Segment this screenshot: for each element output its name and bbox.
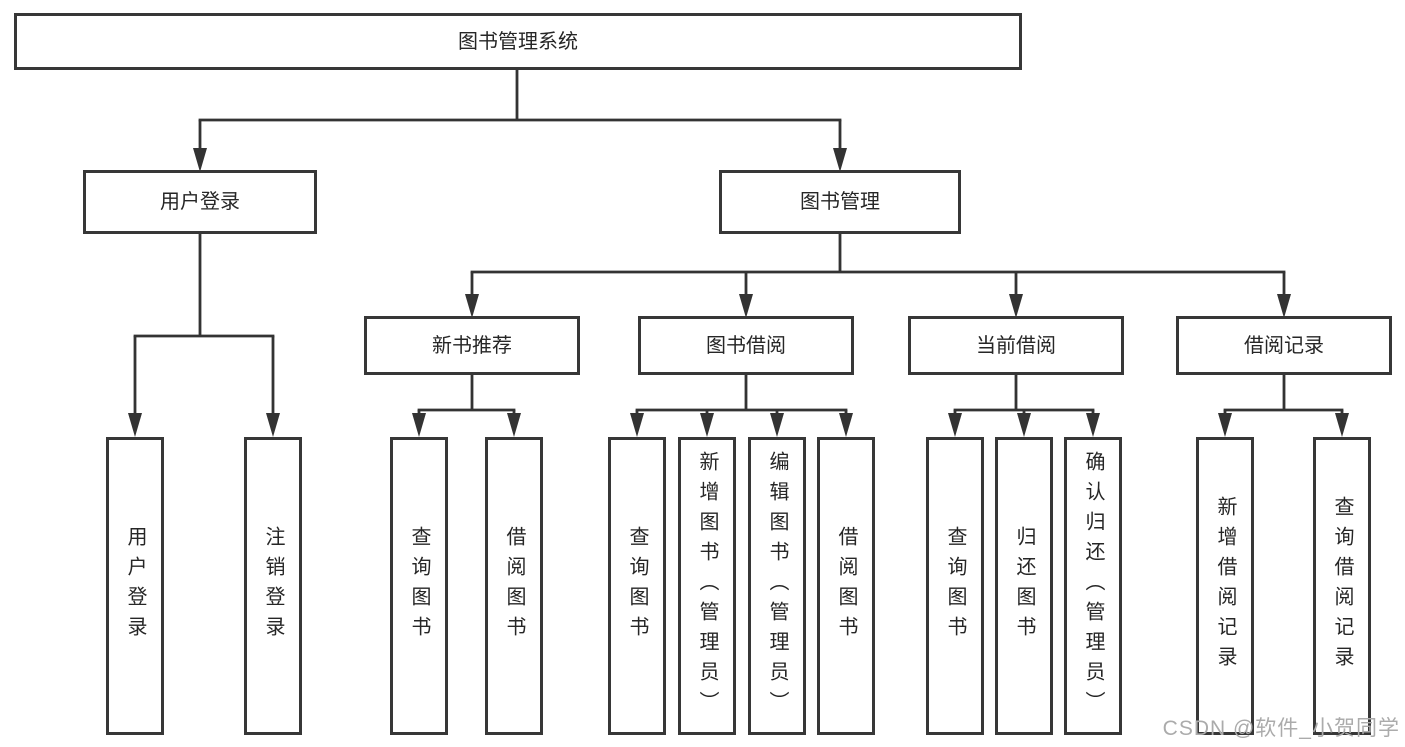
leaf-logout: 注销登录	[244, 437, 302, 735]
leaf-add-borrow-record: 新增借阅记录	[1196, 437, 1254, 735]
leaf-return-books: 归还图书	[995, 437, 1053, 735]
leaf-query-books-current: 查询图书	[926, 437, 984, 735]
node-book-management: 图书管理	[719, 170, 961, 234]
leaf-add-books-admin: 新增图书（管理员）	[678, 437, 736, 735]
arrowheads	[128, 148, 1349, 437]
node-root: 图书管理系统	[14, 13, 1022, 70]
leaf-user-login: 用户登录	[106, 437, 164, 735]
node-borrow-records: 借阅记录	[1176, 316, 1392, 375]
leaf-edit-books-admin: 编辑图书（管理员）	[748, 437, 806, 735]
leaf-borrow-books-recommend: 借阅图书	[485, 437, 543, 735]
leaf-query-borrow-record: 查询借阅记录	[1313, 437, 1371, 735]
leaf-borrow-books: 借阅图书	[817, 437, 875, 735]
node-book-borrow: 图书借阅	[638, 316, 854, 375]
leaf-query-books-recommend: 查询图书	[390, 437, 448, 735]
leaf-confirm-return-admin: 确认归还（管理员）	[1064, 437, 1122, 735]
node-user-login: 用户登录	[83, 170, 317, 234]
node-new-book-recommend: 新书推荐	[364, 316, 580, 375]
leaf-query-books-borrow: 查询图书	[608, 437, 666, 735]
node-current-borrow: 当前借阅	[908, 316, 1124, 375]
